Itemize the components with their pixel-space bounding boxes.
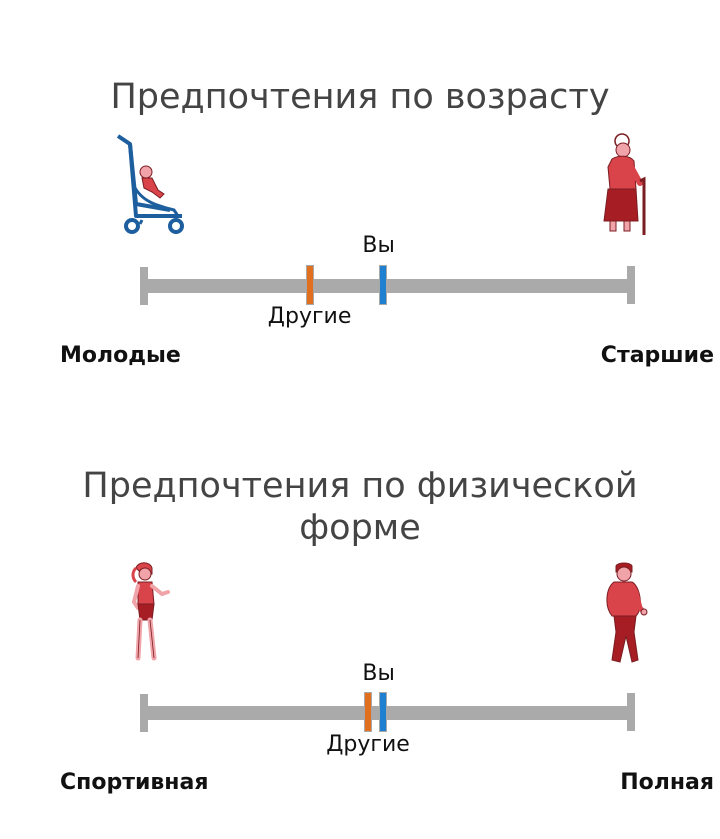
body-shape-scale-left-cap bbox=[140, 694, 148, 732]
athletic-woman-icon bbox=[131, 562, 170, 661]
age-preference-section: Предпочтения по возрасту Вы Другие Молод… bbox=[0, 0, 720, 400]
age-scale-track bbox=[140, 279, 635, 293]
left-end-label: Молодые bbox=[60, 343, 181, 368]
others-marker bbox=[364, 692, 373, 732]
you-label: Вы bbox=[362, 233, 395, 258]
others-label: Другие bbox=[326, 732, 410, 757]
baby-stroller-icon bbox=[116, 134, 184, 234]
heavy-man-icon bbox=[606, 562, 648, 663]
body-shape-scale-right-cap bbox=[627, 693, 635, 731]
right-end-label: Старшие bbox=[600, 343, 714, 368]
body-shape-scale-track bbox=[140, 706, 635, 720]
age-scale-left-cap bbox=[140, 267, 148, 305]
elderly-woman-with-cane-icon bbox=[603, 133, 646, 235]
you-marker bbox=[378, 692, 387, 732]
you-marker bbox=[378, 265, 387, 305]
you-label: Вы bbox=[362, 661, 395, 686]
others-label: Другие bbox=[267, 304, 352, 329]
age-scale-right-cap bbox=[627, 266, 635, 304]
age-preference-title: Предпочтения по возрасту bbox=[110, 77, 610, 117]
left-end-label: Спортивная bbox=[60, 770, 209, 795]
right-end-label: Полная bbox=[620, 770, 714, 795]
body-shape-preference-title: Предпочтения по физической форме bbox=[82, 466, 638, 548]
others-marker bbox=[305, 265, 314, 305]
